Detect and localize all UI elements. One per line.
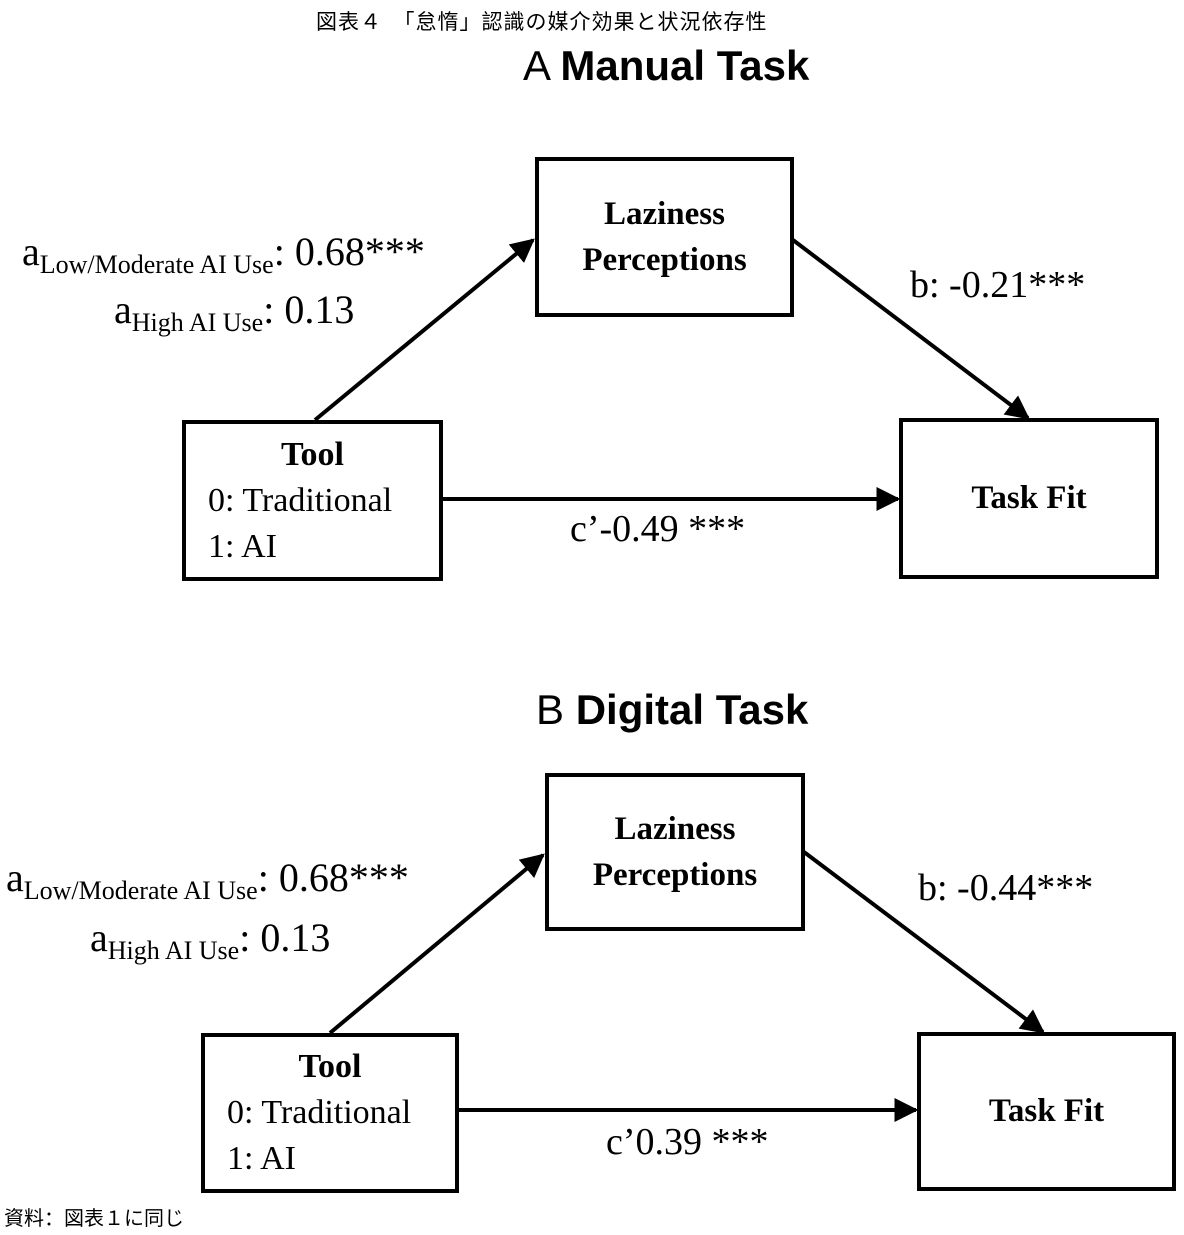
panel-b-predictor-box: Tool 0: Traditional 1: AI [201, 1033, 459, 1193]
panel-b-b-coef: b: -0.44*** [918, 867, 1094, 909]
coef-subscript: High AI Use [107, 936, 240, 965]
mediator-line1: Laziness [614, 811, 736, 847]
panel-a-title: A Manual Task [523, 42, 809, 90]
coef-value: : 0.13 [263, 287, 355, 332]
predictor-line1: 0: Traditional [227, 1094, 412, 1131]
coef-subscript: High AI Use [131, 308, 264, 337]
coef-value: : 0.68*** [273, 229, 425, 274]
panel-a-name: Manual Task [560, 42, 810, 89]
predictor-line2: 1: AI [208, 527, 277, 565]
panel-a-mediator-box: Laziness Perceptions [535, 157, 794, 317]
panel-b-name: Digital Task [575, 686, 809, 733]
coef-prefix: a [90, 915, 108, 960]
panel-a-outcome-box: Task Fit [899, 418, 1159, 579]
panel-b-a-low-coef: aLow/Moderate AI Use: 0.68*** [6, 854, 409, 906]
coef-value: : 0.68*** [257, 855, 409, 900]
coef-prefix: a [6, 855, 24, 900]
coef-prefix: a [114, 287, 132, 332]
coef-subscript: Low/Moderate AI Use [39, 250, 274, 279]
mediator-line2: Perceptions [582, 242, 747, 278]
mediator-line1: Laziness [603, 196, 725, 232]
panel-a-b-coef: b: -0.21*** [910, 264, 1086, 306]
predictor-line1: 0: Traditional [208, 481, 393, 519]
panel-a-a-low-coef: aLow/Moderate AI Use: 0.68*** [22, 228, 425, 280]
panel-b-c-prime-coef: c’0.39 *** [606, 1121, 769, 1163]
outcome-label: Task Fit [988, 1093, 1105, 1129]
predictor-line2: 1: AI [227, 1140, 296, 1177]
coef-value: : 0.13 [239, 915, 331, 960]
mediator-line2: Perceptions [592, 857, 758, 893]
panel-b-mediator-box: Laziness Perceptions [545, 773, 805, 931]
source-note: 資料：図表１に同じ [4, 1206, 184, 1230]
panel-b-letter: B [536, 686, 565, 733]
panel-a-a-high-coef: aHigh AI Use: 0.13 [114, 286, 354, 338]
panel-a-predictor-box: Tool 0: Traditional 1: AI [182, 420, 443, 581]
figure-caption: 図表４ 「怠惰」認識の媒介効果と状況依存性 [316, 10, 768, 34]
predictor-title: Tool [280, 435, 344, 473]
panel-b-title: B Digital Task [536, 686, 808, 734]
panel-b-a-high-coef: aHigh AI Use: 0.13 [90, 914, 330, 966]
panel-a-c-prime-coef: c’-0.49 *** [570, 508, 746, 550]
outcome-label: Task Fit [971, 480, 1087, 516]
predictor-title: Tool [298, 1048, 362, 1085]
coef-subscript: Low/Moderate AI Use [23, 876, 258, 905]
coef-prefix: a [22, 229, 40, 274]
panel-b-outcome-box: Task Fit [917, 1032, 1176, 1191]
panel-a-letter: A [523, 42, 549, 89]
